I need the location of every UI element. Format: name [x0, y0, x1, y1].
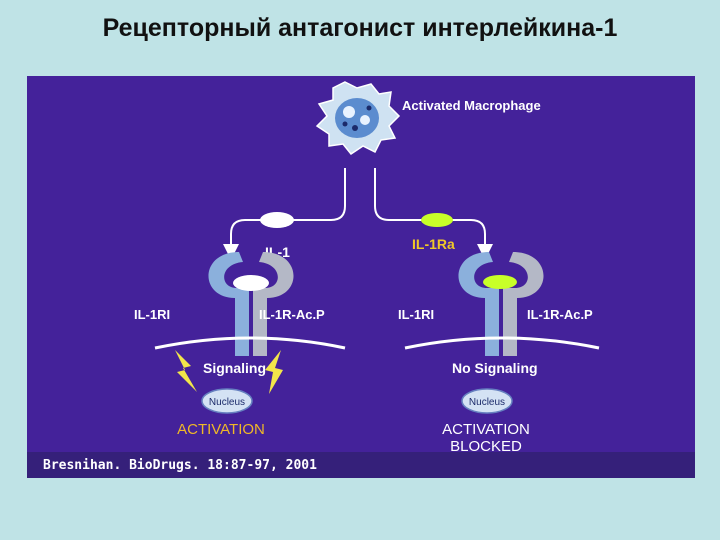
- lightning-right: [265, 350, 283, 394]
- left-outcome-label: ACTIVATION: [177, 421, 265, 438]
- left-membrane: [154, 336, 346, 350]
- right-membrane: [404, 336, 600, 350]
- il1ra-ligand: [421, 213, 453, 227]
- il1ra-label: IL-1Ra: [412, 236, 455, 252]
- right-outcome-line2: BLOCKED: [450, 438, 522, 455]
- il1-bound: [233, 275, 269, 291]
- citation-bar: [27, 452, 695, 478]
- left-signaling-label: Signaling: [203, 360, 266, 376]
- left-nucleus: [201, 388, 253, 414]
- right-receptor-il1ri-label: IL-1RI: [398, 307, 434, 322]
- right-nucleus: [461, 388, 513, 414]
- citation-text: Bresnihan. BioDrugs. 18:87-97, 2001: [43, 458, 317, 473]
- left-nucleus-label: Nucleus: [209, 397, 245, 408]
- left-receptor-acp-label: IL-1R-Ac.P: [259, 307, 325, 322]
- right-receptor-complex: [458, 252, 544, 356]
- il1ra-bound: [483, 275, 517, 289]
- diagram-figure: Activated Macrophage IL-1 IL-1Ra IL-1RI …: [27, 76, 695, 478]
- il1-ligand: [260, 212, 294, 228]
- macrophage-label: Activated Macrophage: [402, 98, 541, 113]
- slide-title: Рецепторный антагонист интерлейкина-1: [102, 14, 618, 42]
- left-receptor-complex: [208, 252, 294, 356]
- right-outcome-line1: ACTIVATION: [442, 421, 530, 438]
- right-receptor-acp-label: IL-1R-Ac.P: [527, 307, 593, 322]
- lightning-left: [175, 350, 197, 392]
- right-signaling-label: No Signaling: [452, 360, 538, 376]
- right-nucleus-label: Nucleus: [469, 397, 505, 408]
- macrophage-cell: [315, 81, 401, 156]
- left-receptor-il1ri-label: IL-1RI: [134, 307, 170, 322]
